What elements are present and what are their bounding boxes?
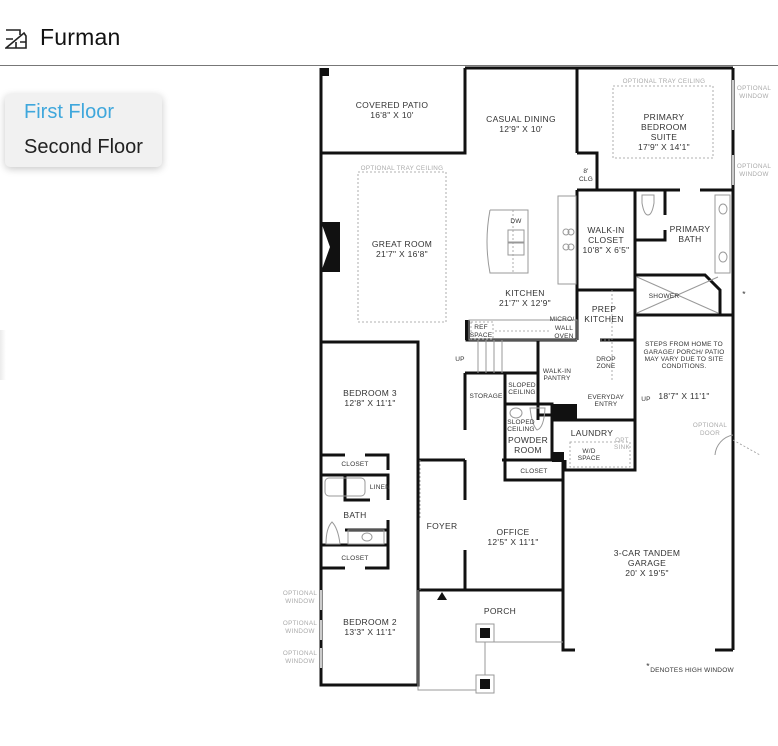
note-optional-window-3: OPTIONAL xyxy=(737,163,771,170)
note-steps-2: GARAGE/ PORCH/ PATIO xyxy=(643,349,724,356)
note-wall-oven: WALL xyxy=(555,325,573,332)
note-stairs-up: UP xyxy=(455,356,464,363)
room-label-closet-office: CLOSET xyxy=(520,468,547,475)
note-micro: MICRO/ xyxy=(550,316,575,323)
room-size-mudroom: 18'7" X 11'1" xyxy=(658,391,709,401)
room-label-primary-bedroom-2: BEDROOM xyxy=(641,122,687,132)
note-optional-window-b2-2b: WINDOW xyxy=(285,628,314,635)
room-size-garage: 20' X 19'5" xyxy=(625,568,669,578)
page-header: Furman xyxy=(0,0,778,66)
room-size-office: 12'5" X 11'1" xyxy=(487,537,538,547)
room-label-walkin-closet-2: CLOSET xyxy=(588,235,624,245)
note-dishwasher: DW xyxy=(510,218,522,225)
room-label-garage: 3-CAR TANDEM xyxy=(614,548,681,558)
room-label-bedroom-2: BEDROOM 2 xyxy=(343,617,397,627)
note-optional-window-4: WINDOW xyxy=(739,171,768,178)
room-label-closet-bedroom3: CLOSET xyxy=(341,461,368,468)
room-size-bedroom-3: 12'8" X 11'1" xyxy=(344,398,395,408)
room-label-bedroom-3: BEDROOM 3 xyxy=(343,388,397,398)
room-label-prep-kitchen-2: KITCHEN xyxy=(584,314,623,324)
floor-option-first-floor[interactable]: First Floor xyxy=(24,101,114,123)
note-steps-3: MAY VARY DUE TO SITE xyxy=(645,356,724,363)
room-label-drop-zone-2: ZONE xyxy=(597,363,616,370)
room-label-kitchen: KITCHEN xyxy=(505,288,544,298)
note-optional-door: OPTIONAL xyxy=(693,422,727,429)
note-asterisk: * xyxy=(646,661,650,671)
room-size-primary-bedroom: 17'9" X 14'1" xyxy=(638,142,690,152)
room-label-walkin-closet: WALK-IN xyxy=(587,225,624,235)
floor-option-second-floor[interactable]: Second Floor xyxy=(24,136,143,158)
note-8ft-ceiling: 8' xyxy=(583,168,588,175)
note-ref-space: REF xyxy=(474,324,488,331)
note-ceiling: CLG xyxy=(579,176,593,183)
note-opt-sink: OPT xyxy=(615,437,629,444)
room-label-foyer: FOYER xyxy=(427,521,458,531)
note-wd-space: W/D xyxy=(582,448,595,455)
room-label-great-room: GREAT ROOM xyxy=(372,239,432,249)
note-high-window-marker: * xyxy=(742,289,746,299)
note-sloped-ceiling-2: CEILING xyxy=(508,389,535,396)
note-denotes-high-window: DENOTES HIGH WINDOW xyxy=(650,667,734,674)
note-wall-oven-2: OVEN xyxy=(554,333,573,340)
plan-solid-elements xyxy=(321,68,577,689)
floor-selector-menu: First Floor Second Floor xyxy=(5,94,162,167)
room-label-everyday-entry: EVERYDAY xyxy=(588,394,625,401)
room-label-shower: SHOWER xyxy=(649,293,680,300)
room-label-closet-bedroom2: CLOSET xyxy=(341,555,368,562)
room-label-storage: STORAGE xyxy=(469,393,503,400)
note-steps-4: CONDITIONS. xyxy=(662,363,707,370)
room-size-great-room: 21'7" X 16'8" xyxy=(376,249,428,259)
room-label-walkin-pantry-2: PANTRY xyxy=(544,375,571,382)
room-label-laundry: LAUNDRY xyxy=(571,428,614,438)
room-label-linen: LINEN xyxy=(370,484,390,491)
page-title: Furman xyxy=(40,24,121,50)
room-label-prep-kitchen: PREP xyxy=(592,304,616,314)
room-label-garage-2: GARAGE xyxy=(628,558,666,568)
note-optional-tray-ceiling-primary: OPTIONAL TRAY CEILING xyxy=(623,78,706,85)
plan-walls xyxy=(319,66,735,687)
room-label-primary-bath-2: BATH xyxy=(678,234,701,244)
room-size-covered-patio: 16'8" X 10' xyxy=(370,110,414,120)
note-ref-space-2: SPACE xyxy=(470,332,493,339)
note-optional-window-b2-1b: WINDOW xyxy=(285,598,314,605)
note-steps: STEPS FROM HOME TO xyxy=(645,341,723,348)
room-label-primary-bedroom-3: SUITE xyxy=(651,132,678,142)
note-garage-up: UP xyxy=(641,396,650,403)
note-optional-window-b2-3: OPTIONAL xyxy=(283,650,317,657)
note-optional-window: OPTIONAL xyxy=(737,85,771,92)
room-label-casual-dining: CASUAL DINING xyxy=(486,114,556,124)
note-optional-window-b2-2: OPTIONAL xyxy=(283,620,317,627)
note-sloped-ceiling: SLOPED xyxy=(508,382,536,389)
room-label-primary-bedroom: PRIMARY xyxy=(644,112,685,122)
side-panel-edge xyxy=(0,330,6,380)
room-label-everyday-entry-2: ENTRY xyxy=(595,401,618,408)
room-size-walkin-closet: 10'8" X 6'5" xyxy=(583,245,630,255)
note-optional-window-2: WINDOW xyxy=(739,93,768,100)
room-size-bedroom-2: 13'3" X 11'1" xyxy=(344,627,395,637)
note-optional-window-b2-3b: WINDOW xyxy=(285,658,314,665)
note-optional-tray-ceiling-great-room: OPTIONAL TRAY CEILING xyxy=(361,165,444,172)
room-label-powder-room-2: ROOM xyxy=(514,445,542,455)
room-label-covered-patio: COVERED PATIO xyxy=(356,100,429,110)
note-wd-space-2: SPACE xyxy=(578,455,601,462)
note-optional-door-2: DOOR xyxy=(700,430,720,437)
room-label-bath: BATH xyxy=(343,510,366,520)
note-sloped-ceiling-powder: SLOPED xyxy=(507,419,535,426)
room-label-primary-bath: PRIMARY xyxy=(670,224,711,234)
room-label-powder-room: POWDER xyxy=(508,435,548,445)
room-size-kitchen: 21'7" X 12'9" xyxy=(499,298,551,308)
room-label-porch: PORCH xyxy=(484,606,516,616)
note-sloped-ceiling-powder-2: CEILING xyxy=(507,426,534,433)
room-label-walkin-pantry: WALK-IN xyxy=(543,368,571,375)
room-label-office: OFFICE xyxy=(497,527,530,537)
floorplan-icon xyxy=(5,29,27,49)
room-size-casual-dining: 12'9" X 10' xyxy=(499,124,543,134)
note-optional-window-b2-1: OPTIONAL xyxy=(283,590,317,597)
room-label-drop-zone: DROP xyxy=(596,356,616,363)
note-opt-sink-2: SINK xyxy=(614,444,630,451)
